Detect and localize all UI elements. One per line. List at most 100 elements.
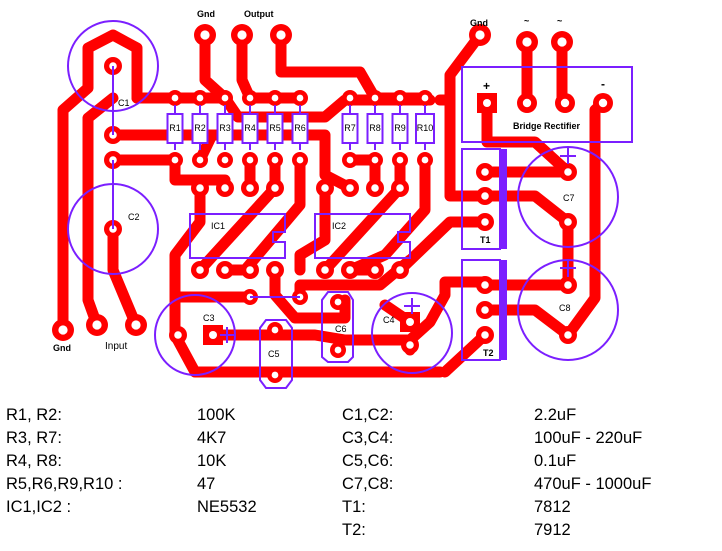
- capacitor-label-c3: C3: [203, 313, 215, 323]
- bridge-minus-label: -: [601, 77, 605, 91]
- resistor-label-r4: R4: [244, 123, 256, 133]
- ic-label-ic1: IC1: [211, 221, 225, 231]
- connector-label-output: Output: [244, 9, 274, 19]
- drill-hole: [271, 156, 279, 164]
- trace: [479, 304, 574, 341]
- parts-ref: R1, R2:: [6, 406, 62, 424]
- parts-value: 100uF - 220uF: [534, 429, 643, 447]
- drill-hole: [346, 184, 354, 192]
- capacitor-c8-outline: [517, 259, 619, 361]
- drill-hole: [131, 320, 141, 330]
- drill-hole: [200, 30, 210, 40]
- drill-hole: [396, 184, 404, 192]
- resistor-label-r7: R7: [344, 123, 356, 133]
- drill-hole: [481, 306, 489, 314]
- resistor-r2-outline: [191, 113, 209, 144]
- drill-hole: [246, 184, 254, 192]
- parts-list-right-refs: C1,C2: C3,C4: C5,C6: C7,C8: T1: T2:: [342, 404, 393, 542]
- parts-list: R1, R2: R3, R7: R4, R8: R5,R6,R9,R10 : I…: [0, 404, 722, 551]
- capacitor-label-c1: C1: [118, 98, 130, 108]
- bridge-rectifier-outline: [461, 66, 633, 143]
- bridge-rectifier-label: Bridge Rectifier: [513, 121, 581, 131]
- parts-ref: R4, R8:: [6, 452, 62, 470]
- parts-ref: T2:: [342, 521, 366, 539]
- drill-hole: [522, 98, 532, 108]
- drill-hole: [481, 168, 489, 176]
- drill-hole: [371, 156, 379, 164]
- trace: [444, 29, 491, 202]
- drill-hole: [209, 331, 217, 339]
- drill-hole: [564, 281, 572, 289]
- trace: [269, 264, 351, 324]
- trace: [394, 216, 491, 276]
- parts-ref: IC1,IC2 :: [6, 498, 72, 516]
- capacitor-label-c4: C4: [383, 315, 395, 325]
- drill-hole: [221, 156, 229, 164]
- pads: [52, 24, 613, 383]
- drill-hole: [481, 331, 489, 339]
- parts-value: 100K: [197, 406, 236, 424]
- drill-hole: [276, 30, 286, 40]
- drill-hole: [371, 94, 379, 102]
- drill-hole: [346, 156, 354, 164]
- regulator-t2-tab: [500, 260, 507, 360]
- drill-hole: [296, 156, 304, 164]
- drill-hole: [564, 331, 572, 339]
- plus-icon: [220, 327, 234, 343]
- capacitor-c5-outline: [259, 319, 293, 389]
- resistor-label-r9: R9: [394, 123, 406, 133]
- trace: [479, 190, 574, 291]
- bridge-plus-label: +: [483, 79, 490, 93]
- connector-label-gnd-power: Gnd: [470, 18, 488, 28]
- trace: [275, 29, 431, 104]
- plus-icon: [404, 298, 420, 314]
- parts-value: 47: [197, 475, 216, 493]
- drill-hole: [564, 218, 572, 226]
- connector-label-gnd-top: Gnd: [197, 9, 215, 19]
- connector-label-ac2: ~: [557, 16, 562, 26]
- drill-hole: [321, 184, 329, 192]
- resistor-r8-outline: [366, 113, 384, 144]
- ic-label-ic2: IC2: [332, 221, 346, 231]
- connector-label-ac1: ~: [524, 16, 529, 26]
- capacitor-label-c8: C8: [559, 303, 571, 313]
- capacitor-c3-outline: [154, 294, 236, 376]
- resistor-r5-outline: [266, 113, 284, 144]
- drill-hole: [171, 94, 179, 102]
- parts-ref: C3,C4:: [342, 429, 394, 447]
- resistor-label-r5: R5: [269, 123, 281, 133]
- drill-hole: [406, 341, 414, 349]
- drill-hole: [564, 168, 572, 176]
- drill-hole: [196, 94, 204, 102]
- capacitor-label-c6: C6: [335, 324, 347, 334]
- drill-hole: [92, 320, 102, 330]
- drill-hole: [346, 266, 354, 274]
- drill-hole: [396, 266, 404, 274]
- parts-value: NE5532: [197, 498, 257, 516]
- drill-hole: [481, 218, 489, 226]
- drill-hole: [271, 326, 279, 334]
- drill-hole: [246, 156, 254, 164]
- drill-hole: [421, 156, 429, 164]
- drill-hole: [421, 94, 429, 102]
- drill-hole: [246, 266, 254, 274]
- resistor-r9-outline: [391, 113, 409, 144]
- drill-hole: [58, 325, 68, 335]
- drill-hole: [396, 156, 404, 164]
- resistor-r6-outline: [291, 113, 309, 144]
- drill-hole: [171, 156, 179, 164]
- regulator-label-t1: T1: [480, 235, 491, 245]
- drill-hole: [221, 94, 229, 102]
- drill-hole: [237, 30, 247, 40]
- capacitor-c4-outline: [371, 292, 453, 374]
- connector-label-gnd-input: Gnd: [53, 343, 71, 353]
- parts-list-right-values: 2.2uF 100uF - 220uF 0.1uF 470uF - 1000uF…: [534, 404, 651, 542]
- drill-hole: [221, 184, 229, 192]
- ic1-outline: [189, 213, 286, 259]
- trace: [439, 329, 491, 378]
- parts-ref: C7,C8:: [342, 475, 394, 493]
- resistor-r10-outline: [415, 113, 435, 144]
- drill-hole: [271, 371, 279, 379]
- regulator-label-t2: T2: [483, 348, 494, 358]
- parts-ref: R3, R7:: [6, 429, 62, 447]
